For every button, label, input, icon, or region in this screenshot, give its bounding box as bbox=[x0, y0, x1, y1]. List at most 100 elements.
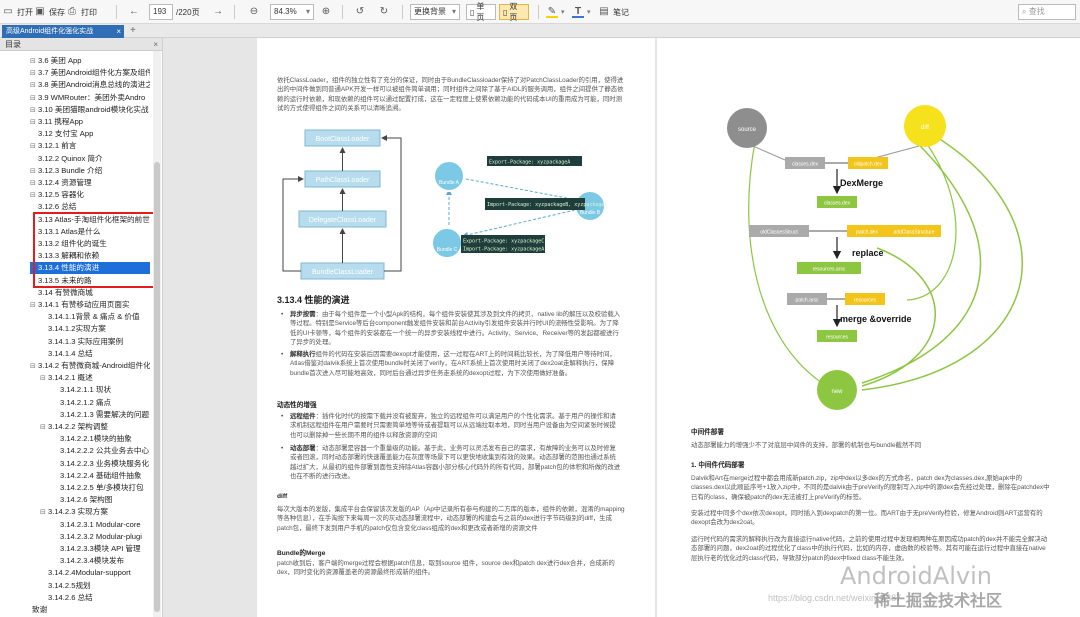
toc-item[interactable]: 3.14.2.1.1 现状 bbox=[52, 384, 150, 396]
svg-text:diff: diff bbox=[921, 125, 929, 131]
toc-item-label: 3.12.6 总结 bbox=[38, 202, 77, 212]
save-button[interactable]: ▣保存 bbox=[35, 6, 65, 17]
expand-icon[interactable]: ⊟ bbox=[40, 424, 46, 431]
highlight-button[interactable]: ✎▾ bbox=[546, 4, 565, 20]
zoom-out-icon: ⊖ bbox=[249, 6, 259, 17]
toc-item[interactable]: ⊟3.11 携程App bbox=[30, 116, 150, 128]
toc-item[interactable]: ⊟3.14.2.1 概述 bbox=[40, 372, 150, 384]
toc-item[interactable]: 3.14.2.6 架构图 bbox=[52, 494, 150, 506]
subheading-diff: diff bbox=[277, 493, 288, 500]
toc-item[interactable]: 3.14.2.1.3 需要解决的问题 bbox=[52, 409, 150, 421]
dexmerge-diagram: source diff classes.dex oldpatch.dex Dex… bbox=[727, 105, 1024, 410]
expand-icon[interactable]: ⊟ bbox=[30, 119, 36, 126]
toc-item[interactable]: 3.14.2.2.4 基础组件抽象 bbox=[52, 470, 150, 482]
rotate-left-button[interactable]: ↺ bbox=[354, 4, 366, 20]
zoom-select[interactable]: 84.3%▾ bbox=[270, 4, 314, 20]
rotate-right-button[interactable]: ↻ bbox=[378, 4, 390, 20]
new-tab-button[interactable]: + bbox=[130, 25, 136, 36]
expand-icon[interactable]: ⊟ bbox=[30, 167, 36, 175]
expand-icon[interactable]: ⊟ bbox=[30, 143, 36, 151]
toc-header: 目录× bbox=[0, 38, 162, 51]
toc-item[interactable]: 3.14.2.3.4模块发布 bbox=[52, 555, 150, 567]
toc-item-label: 致谢 bbox=[32, 605, 48, 614]
toc-item-label: 3.14.1.2实现方案 bbox=[48, 324, 106, 334]
toc-item[interactable]: 3.14.2.3.1 Modular-core bbox=[52, 519, 150, 531]
toc-item[interactable]: 3.13.2 组件化的诞生 bbox=[30, 238, 150, 250]
toc-item[interactable]: ⊟3.12.1 前言 bbox=[30, 140, 150, 152]
toc-item[interactable]: 3.14.1.1背景 & 痛点 & 价值 bbox=[40, 311, 150, 323]
page-number-input[interactable]: 193 bbox=[149, 4, 173, 20]
single-page-button[interactable]: ▯单页 bbox=[466, 2, 496, 22]
toc-item[interactable]: ⊟3.12.3 Bundle 介绍 bbox=[30, 165, 150, 177]
toc-item[interactable]: 3.14.1.4 总结 bbox=[40, 348, 150, 360]
right-paragraph-3: 安装过程中同多个dex依次dexopt，同时插入到dexpatch的第一位。而A… bbox=[691, 510, 1043, 527]
search-input[interactable]: ⌕ 查找 bbox=[1018, 4, 1076, 20]
toc-item[interactable]: 3.13.3 解耦和依赖 bbox=[30, 250, 150, 262]
tab-bar: 高级Android组件化强化实战× + bbox=[0, 24, 1080, 38]
close-icon[interactable]: × bbox=[116, 27, 121, 36]
text-button[interactable]: T▾ bbox=[572, 4, 591, 20]
toc-item[interactable]: ⊟3.12.4 资源管理 bbox=[30, 177, 150, 189]
notes-button[interactable]: ▤笔记 bbox=[599, 6, 629, 17]
toc-item[interactable]: 3.13.5 未来的路 bbox=[30, 275, 150, 287]
zoom-out-button[interactable]: ⊖ bbox=[248, 4, 260, 20]
toc-item[interactable]: 3.13.4 性能的演进 bbox=[30, 262, 150, 275]
chevron-down-icon: ▾ bbox=[561, 9, 565, 16]
toc-item[interactable]: 3.14.2.2.1模块的抽象 bbox=[52, 433, 150, 445]
expand-icon[interactable]: ⊟ bbox=[30, 58, 36, 65]
pathclassloader-label: PathClassLoader bbox=[316, 177, 370, 184]
toc-item[interactable]: 3.12 支付宝 App bbox=[30, 128, 150, 140]
open-button[interactable]: ▭打开 bbox=[3, 6, 33, 17]
expand-icon[interactable]: ⊟ bbox=[30, 82, 36, 90]
toc-item[interactable]: 3.14.2.4Modular-support bbox=[40, 567, 150, 579]
toc-item[interactable]: ⊟3.6 美团 App bbox=[30, 55, 150, 67]
toc-item[interactable]: ⊟3.14.2.3 实现方案 bbox=[40, 506, 150, 518]
toc-item[interactable]: 3.14.2.3.2 Modular-plugi bbox=[52, 531, 150, 543]
toc-item[interactable]: 3.12.2 Quinox 简介 bbox=[30, 153, 150, 165]
toc-item[interactable]: 3.14.1.2实现方案 bbox=[40, 323, 150, 335]
toc-item-label: 3.13 Atlas-手淘组件化框架的前世 bbox=[38, 214, 150, 224]
toc-item[interactable]: ⊟3.14.2 有赞微商城-Android组件化 bbox=[30, 360, 150, 372]
print-button[interactable]: ⎙打印 bbox=[68, 6, 97, 17]
expand-icon[interactable]: ⊟ bbox=[40, 375, 46, 383]
chevron-down-icon: ▾ bbox=[451, 7, 456, 16]
toc-item[interactable]: 3.13 Atlas-手淘组件化框架的前世 bbox=[30, 214, 150, 226]
next-page-button[interactable]: → bbox=[212, 4, 224, 20]
toc-item[interactable]: 3.14.2.2.5 单/多模块打包 bbox=[52, 482, 150, 494]
zoom-in-button[interactable]: ⊕ bbox=[320, 4, 332, 20]
expand-icon[interactable]: ⊟ bbox=[30, 192, 36, 200]
toc-item[interactable]: ⊟3.12.5 容器化 bbox=[30, 189, 150, 201]
close-icon[interactable]: × bbox=[153, 40, 158, 49]
double-page-button[interactable]: ▯双页 bbox=[499, 2, 529, 22]
toc-item[interactable]: 3.14.1.3 实际应用案例 bbox=[40, 336, 150, 348]
toc-item[interactable]: 3.14.2.1.2 痛点 bbox=[52, 397, 150, 409]
background-select[interactable]: 更换背景▾ bbox=[410, 4, 460, 20]
expand-icon[interactable]: ⊟ bbox=[30, 363, 36, 370]
toc-item[interactable]: ⊟3.7 美团Android组件化方案及组件 bbox=[30, 67, 150, 79]
expand-icon[interactable]: ⊟ bbox=[30, 302, 36, 309]
toc-item[interactable]: 3.14 有赞微商城 bbox=[30, 287, 150, 299]
toc-item[interactable]: 3.13.1 Atlas是什么 bbox=[30, 226, 150, 238]
toc-item[interactable]: 3.14.2.5规划 bbox=[40, 580, 150, 592]
toc-item[interactable]: ⊟3.10 美团猫眼android模块化实战 bbox=[30, 104, 150, 116]
toc-item[interactable]: 3.14.2.6 总结 bbox=[40, 592, 150, 604]
expand-icon[interactable]: ⊟ bbox=[30, 180, 36, 187]
scrollbar-thumb[interactable] bbox=[154, 162, 160, 612]
expand-icon[interactable]: ⊟ bbox=[30, 94, 36, 102]
toc-item-label: 3.14.2.3 实现方案 bbox=[48, 507, 108, 517]
expand-icon[interactable]: ⊟ bbox=[30, 106, 36, 114]
toc-item[interactable]: 致谢 bbox=[24, 604, 150, 616]
prev-page-button[interactable]: ← bbox=[128, 4, 140, 20]
toc-item[interactable]: ⊟3.14.1 有赞移动应用页面实 bbox=[30, 299, 150, 311]
document-tab[interactable]: 高级Android组件化强化实战× bbox=[2, 25, 124, 38]
toc-item[interactable]: 3.12.6 总结 bbox=[30, 201, 150, 213]
toc-item[interactable]: 3.14.2.2.3 业务模块服务化 bbox=[52, 458, 150, 470]
toc-item[interactable]: ⊟3.8 美团Android消息总线的演进之 bbox=[30, 79, 150, 91]
expand-icon[interactable]: ⊟ bbox=[40, 509, 46, 517]
toc-item-label: 3.14.1 有赞移动应用页面实 bbox=[38, 300, 130, 309]
toc-item[interactable]: 3.14.2.3.3模块 API 管理 bbox=[52, 543, 150, 555]
toc-item[interactable]: ⊟3.9 WMRouter：美团外卖Andro bbox=[30, 92, 150, 104]
expand-icon[interactable]: ⊟ bbox=[30, 70, 36, 78]
toc-item[interactable]: 3.14.2.2.2 公共业务去中心 bbox=[52, 445, 150, 457]
toc-item[interactable]: ⊟3.14.2.2 架构调整 bbox=[40, 421, 150, 433]
